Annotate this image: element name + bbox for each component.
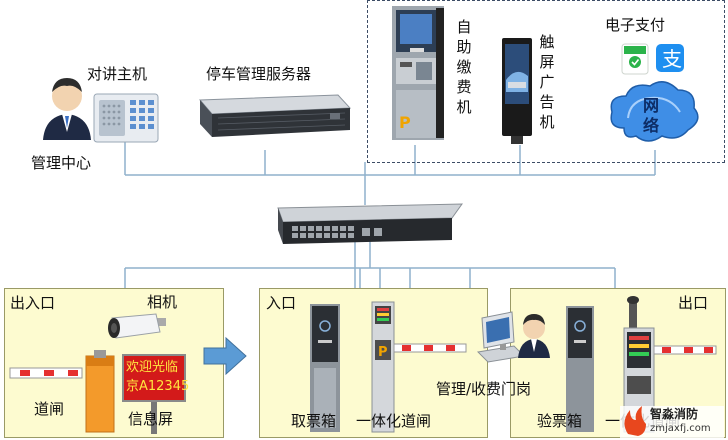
entrance-label: 入口 <box>266 294 297 312</box>
camera-label: 相机 <box>147 293 178 311</box>
integrated-gate-label: 一体化道闸 <box>356 412 432 430</box>
watermark-url: zmjaxfj.com <box>650 423 711 434</box>
verify-box-label: 验票箱 <box>537 412 583 430</box>
gate-p-icon: P <box>378 345 388 360</box>
intercom-host-label: 对讲主机 <box>87 65 148 83</box>
barrier-label: 道闸 <box>34 400 65 418</box>
management-center-label: 管理中心 <box>31 154 92 172</box>
booth-label: 管理/收费门岗 <box>436 380 532 398</box>
led-line-1: 欢迎光临 <box>126 360 179 375</box>
exit-entry-label: 出入口 <box>10 294 56 312</box>
led-line-2: 京A12345 <box>126 379 190 394</box>
led-info-screen <box>122 354 186 402</box>
ticket-box-label: 取票箱 <box>291 412 337 430</box>
exit-label: 出口 <box>678 294 709 312</box>
alipay-icon: 支 <box>662 47 682 71</box>
network-label: 网络 <box>643 96 660 135</box>
self-payment-label: 自助缴费机 <box>456 18 472 116</box>
parking-p-icon: P <box>399 113 411 132</box>
info-screen-label: 信息屏 <box>128 410 174 428</box>
led-pole <box>151 402 157 434</box>
touch-ad-label: 触屏广告机 <box>539 33 555 131</box>
watermark-name: 智淼消防 <box>650 407 699 421</box>
parking-server-label: 停车管理服务器 <box>206 65 312 83</box>
e-payment-label: 电子支付 <box>605 16 666 34</box>
payment-cluster-box <box>367 0 725 163</box>
